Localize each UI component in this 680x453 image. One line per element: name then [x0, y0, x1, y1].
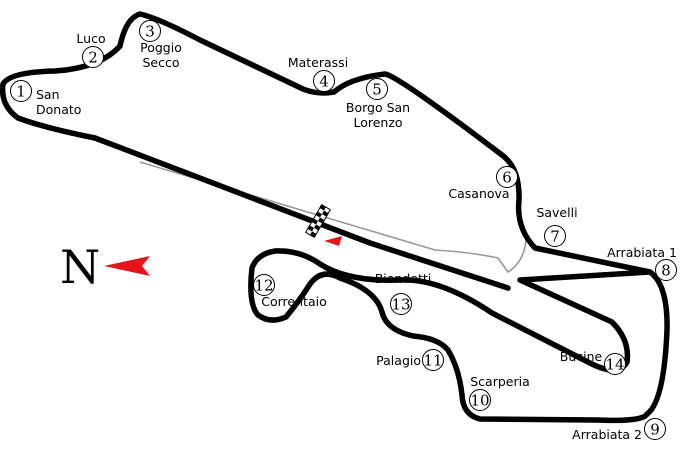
corner-name-label: Scarperia [470, 374, 530, 389]
turn-number-circle [469, 389, 491, 411]
turn-number: 8 [661, 262, 671, 280]
turn-number-circle [544, 225, 566, 247]
turn-4: 4 Materassi [288, 55, 348, 92]
corner-name-label: Arrabiata 1 [607, 245, 677, 260]
turn-number-circle [82, 46, 104, 68]
race-track [0, 11, 670, 424]
corner-name-label: Materassi [288, 55, 348, 70]
turn-10: 10 Scarperia [469, 374, 530, 411]
turn-number: 5 [372, 81, 382, 99]
turn-number: 14 [605, 356, 624, 374]
corner-name-label: Biondetti [375, 271, 432, 286]
turn-number-circle [313, 70, 335, 92]
turn-number-circle [139, 20, 161, 42]
corner-name-label: Donato [36, 102, 81, 117]
turn-13: 13 Biondetti [375, 271, 432, 315]
corner-name-label: Casanova [448, 186, 509, 201]
north-letter: N [60, 240, 100, 294]
turn-number-circle [366, 78, 388, 100]
corner-name-label: Palagio [376, 353, 421, 368]
turn-8: 8 Arrabiata 1 [607, 245, 677, 281]
turn-number-circle [644, 418, 666, 440]
race-direction-arrow-icon [324, 236, 342, 246]
turn-number: 11 [423, 352, 442, 370]
turn-number: 13 [391, 296, 410, 314]
turn-number: 3 [145, 23, 155, 41]
turn-7: 7 Savelli [536, 205, 578, 247]
corner-name-label: Savelli [536, 205, 577, 220]
corner-name-label: Bucine [560, 349, 603, 364]
turn-number-circle [655, 259, 677, 281]
turn-number: 9 [650, 421, 660, 439]
turn-number: 6 [502, 169, 512, 187]
turn-number: 1 [16, 83, 26, 101]
turn-number-circle [604, 353, 626, 375]
corner-name-label: San [36, 87, 60, 102]
pit-lane [139, 161, 527, 274]
corner-name-label: Luco [76, 31, 105, 46]
corner-name-label: Correntaio [261, 294, 326, 309]
turn-number-circle [496, 166, 518, 188]
turn-number-circle [253, 274, 275, 296]
turn-number: 12 [254, 277, 273, 295]
corner-name-label: Lorenzo [353, 115, 402, 130]
turn-number: 7 [550, 228, 560, 246]
turn-number: 10 [470, 392, 489, 410]
turn-2: 2 Luco [76, 31, 106, 68]
north-arrow-icon [104, 256, 150, 276]
turn-number-circle [422, 349, 444, 371]
turn-number-circle [10, 80, 32, 102]
turn-number-circle [390, 293, 412, 315]
corner-name-label: Arrabiata 2 [572, 427, 642, 442]
turn-9: 9 Arrabiata 2 [572, 418, 666, 442]
turn-number: 2 [88, 49, 98, 67]
corner-name-label: Borgo San [346, 100, 410, 115]
north-indicator: N [60, 240, 150, 294]
corner-name-label: Secco [142, 55, 179, 70]
checkered-flag-icon [304, 203, 332, 239]
corner-name-label: Poggio [140, 40, 182, 55]
turn-number: 4 [319, 73, 329, 91]
